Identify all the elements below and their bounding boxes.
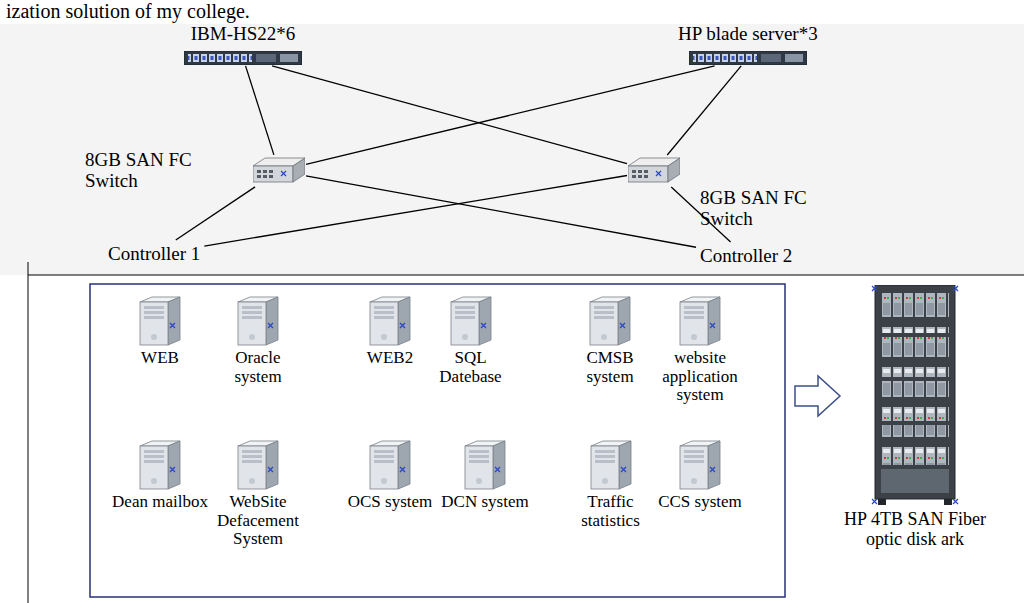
server-icon (463, 440, 507, 490)
node-label: WEB (130, 349, 190, 368)
switch-node: 8GB SAN FC Switch (628, 156, 840, 230)
divider-line (28, 275, 1024, 276)
server-node: Traffic statistics (573, 440, 648, 530)
caption-fragment: ization solution of my college. (6, 0, 250, 22)
node-label: HP 4TB SAN Fiber optic disk ark (840, 510, 990, 550)
controller-label: Controller 2 (700, 246, 792, 267)
storage-node: HP 4TB SAN Fiber optic disk ark (840, 285, 990, 550)
node-label: Controller 1 (108, 244, 200, 265)
node-label: SQL Datebase (433, 349, 508, 386)
storage-arrow (795, 376, 840, 416)
server-node: Dean mailbox (108, 440, 212, 512)
server-icon (138, 296, 182, 346)
node-label: WEB2 (360, 349, 420, 368)
node-label: CCS system (654, 493, 746, 512)
fc-link (306, 66, 715, 164)
fc-link (246, 66, 274, 155)
node-label: website application system (655, 349, 745, 405)
fc-link (272, 66, 627, 164)
server-icon (589, 440, 633, 490)
node-label: IBM-HS22*6 (191, 24, 296, 45)
node-label: Traffic statistics (573, 493, 648, 530)
node-label: Controller 2 (700, 246, 792, 267)
node-label: HP blade server*3 (678, 24, 818, 45)
server-icon (449, 296, 493, 346)
node-label: CMSB system (575, 349, 645, 386)
server-icon (138, 440, 182, 490)
disk-array-icon (870, 285, 960, 507)
server-node: website application system (655, 296, 745, 405)
server-node: DCN system (439, 440, 531, 512)
switch-node: 8GB SAN FC Switch (85, 150, 305, 192)
node-label: 8GB SAN FC Switch (700, 188, 840, 230)
server-node: OCS system (344, 440, 436, 512)
server-icon (368, 296, 412, 346)
node-label: OCS system (344, 493, 436, 512)
server-icon (368, 440, 412, 490)
server-icon (588, 296, 632, 346)
server-node: CMSB system (575, 296, 645, 386)
node-label: DCN system (439, 493, 531, 512)
node-label: Oracle system (223, 349, 293, 386)
server-icon (678, 440, 722, 490)
divider-line (28, 262, 29, 603)
server-icon (678, 296, 722, 346)
blade-server-icon (184, 51, 302, 65)
server-icon (236, 296, 280, 346)
fc-link (204, 176, 627, 247)
server-group-box (90, 284, 785, 597)
fc-link (667, 66, 741, 155)
fc-switch-icon (253, 156, 305, 186)
blade-server-icon (689, 51, 807, 65)
server-node: HP blade server*3 (678, 24, 818, 65)
top-band (0, 24, 1024, 275)
server-node: WebSite Defacement System (213, 440, 303, 549)
server-node: IBM-HS22*6 (184, 24, 302, 65)
server-node: CCS system (654, 440, 746, 512)
server-node: SQL Datebase (433, 296, 508, 386)
node-label: Dean mailbox (108, 493, 212, 512)
node-label: 8GB SAN FC Switch (85, 150, 235, 192)
server-node: Oracle system (223, 296, 293, 386)
node-label: WebSite Defacement System (213, 493, 303, 549)
server-node: WEB (130, 296, 190, 368)
fc-link (176, 187, 255, 240)
server-node: WEB2 (360, 296, 420, 368)
controller-label: Controller 1 (108, 244, 200, 265)
fc-switch-icon (628, 156, 680, 186)
fc-link (306, 176, 696, 247)
server-icon (236, 440, 280, 490)
